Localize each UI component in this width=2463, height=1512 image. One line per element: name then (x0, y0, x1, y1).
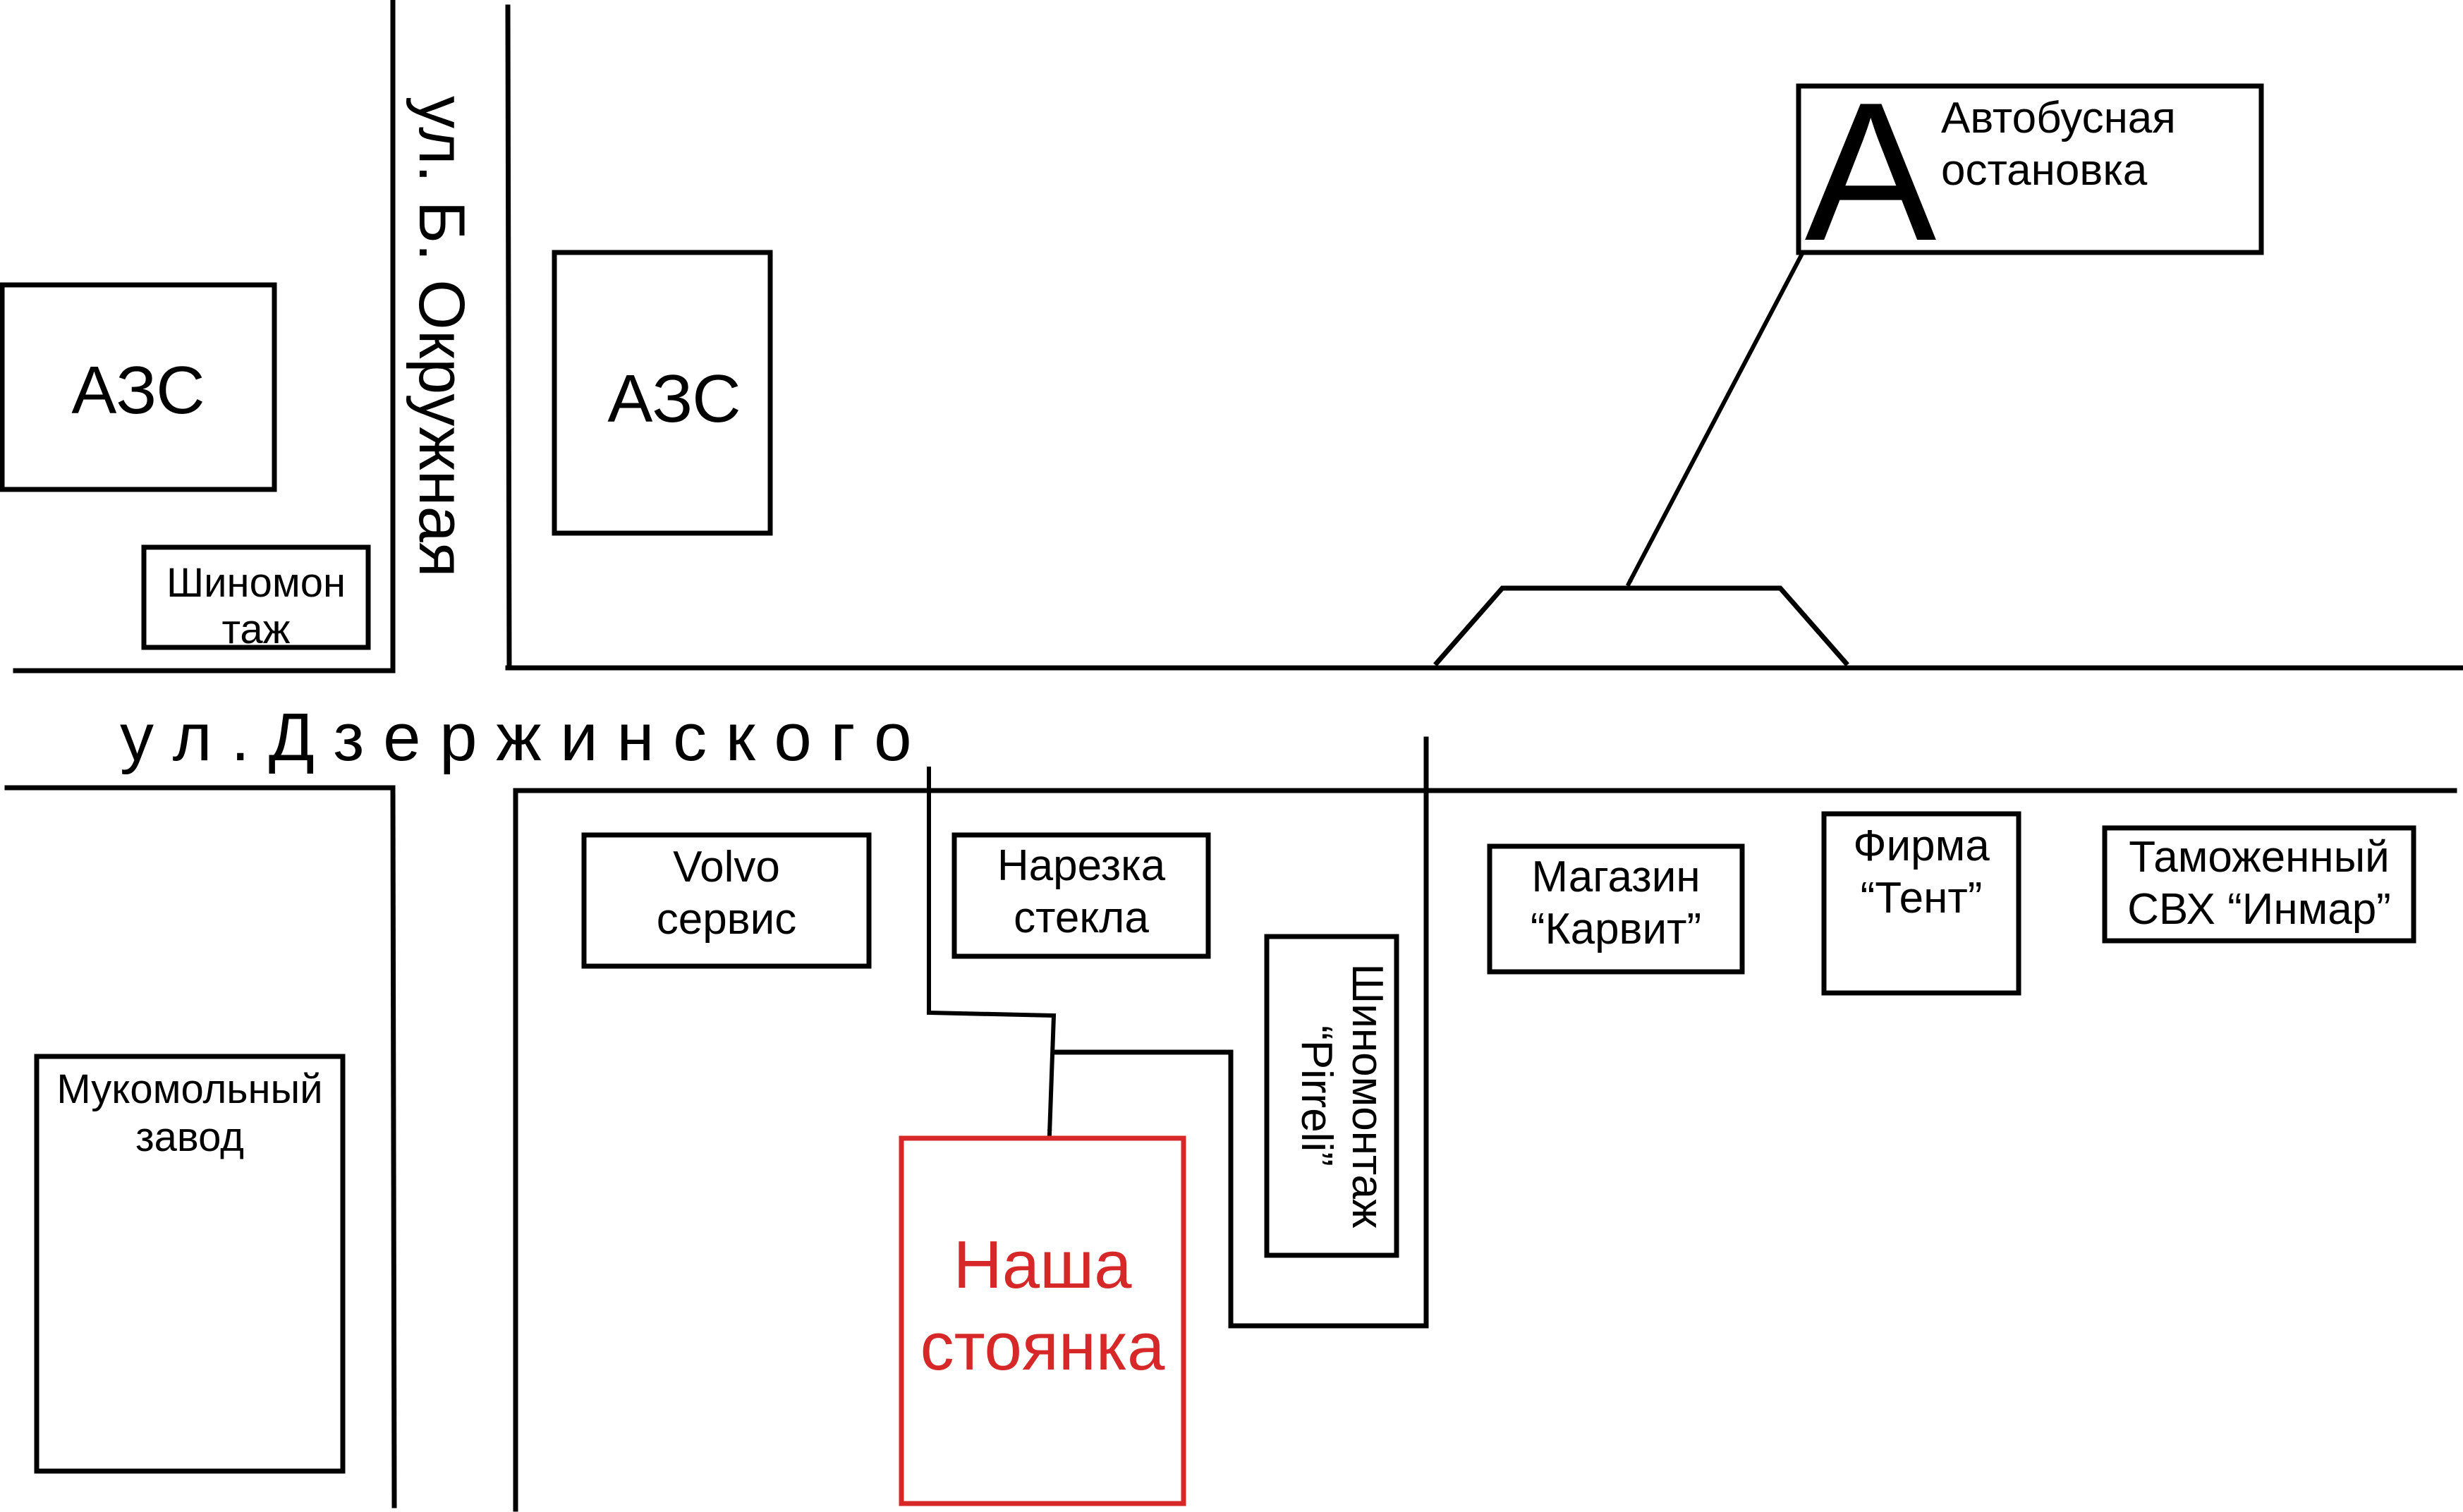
street-name-b-okruzhnaya: ул. Б. Окружная (406, 96, 478, 578)
our-parking-label-1: Наша (953, 1227, 1132, 1303)
tent-company-label-2: “Тент” (1861, 874, 1983, 922)
gas-station-left-label: АЗС (71, 353, 205, 428)
tent-company-label-1: Фирма (1853, 822, 1990, 870)
route-arrow-to-parking (927, 767, 1057, 1137)
our-parking-label-2: стоянка (920, 1309, 1165, 1384)
our-parking: Наша стоянка (899, 1135, 1186, 1506)
tire-service-pirreli-label-1: Шиномонтаж (1343, 963, 1392, 1228)
karvit-shop-label-1: Магазин (1531, 853, 1700, 901)
customs-warehouse: Таможенный СВХ “Инмар” (2102, 825, 2416, 944)
karvit-shop: Магазин “Карвит” (1487, 843, 1745, 975)
glass-cutting: Нарезка стекла (951, 832, 1211, 959)
street-lines (4, 0, 2463, 1512)
flour-mill-label-1: Мукомольный (56, 1066, 322, 1112)
bus-stop-pointer-arrow (1625, 248, 1807, 587)
volvo-service-label-2: сервис (657, 895, 797, 944)
bus-stop-letter-icon: А (1805, 62, 1938, 282)
tire-service-left-label-2: таж (222, 606, 291, 652)
gas-station-left: АЗС (0, 282, 277, 492)
customs-warehouse-label-2: СВХ “Инмар” (2127, 885, 2391, 934)
karvit-shop-label-2: “Карвит” (1531, 905, 1701, 953)
customs-warehouse-label-1: Таможенный (2129, 833, 2390, 882)
tire-service-left: Шиномон таж (141, 544, 371, 652)
tent-company: Фирма “Тент” (1821, 811, 2021, 996)
volvo-service-label-1: Volvo (673, 843, 780, 891)
gas-station-right-label: АЗС (607, 361, 741, 437)
volvo-service: Volvo сервис (581, 832, 872, 969)
tire-service-left-label-1: Шиномон (166, 560, 346, 606)
flour-mill-label-2: завод (135, 1114, 244, 1160)
okruzhnaya-edge-right-top (505, 4, 512, 671)
tire-service-pirreli-label-2: “Pirreli” (1292, 1025, 1341, 1166)
bus-stop-sign: А Автобусная остановка (1796, 62, 2264, 282)
bus-stop-pavilion (1433, 585, 1849, 666)
bus-stop-label-1: Автобусная (1941, 94, 2176, 142)
street-name-dzerzhinskogo: у л . Д з е р ж и н с к о г о (120, 700, 912, 775)
tire-service-pirreli: Шиномонтаж “Pirreli” (1264, 934, 1399, 1258)
driveway-outline (1054, 736, 1429, 1329)
bus-stop-label-2: остановка (1941, 146, 2148, 195)
flour-mill: Мукомольный завод (34, 1054, 346, 1474)
glass-cutting-label-1: Нарезка (997, 841, 1166, 890)
gas-station-right: АЗС (552, 250, 773, 536)
glass-cutting-label-2: стекла (1014, 894, 1149, 942)
okruzhnaya-edge-left-bottom (390, 785, 397, 1508)
